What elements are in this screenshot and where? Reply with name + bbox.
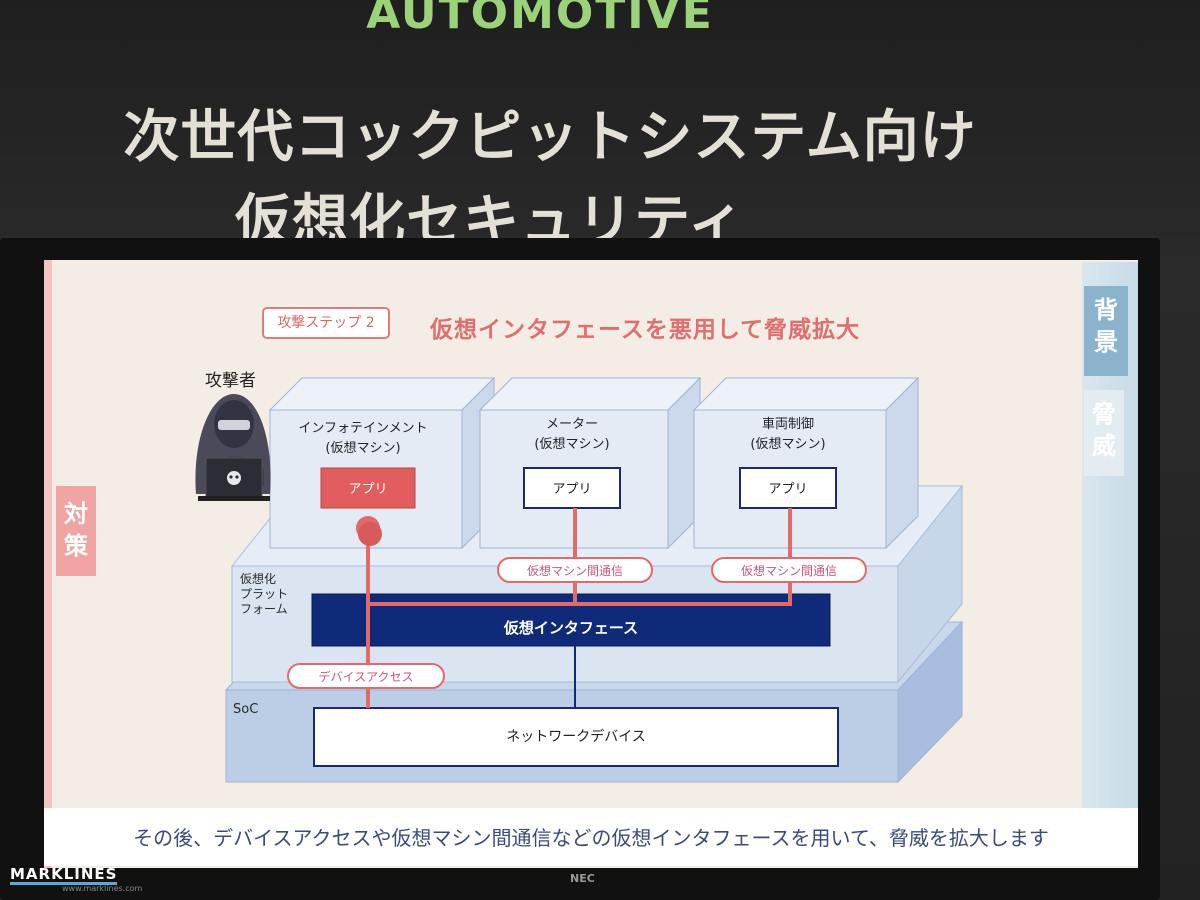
network-device-box bbox=[313, 707, 839, 767]
svg-text:仮想マシン間通信: 仮想マシン間通信 bbox=[527, 563, 623, 578]
vm-infotainment: インフォテインメント (仮想マシン) アプリ bbox=[268, 376, 496, 550]
vm3-name: 車両制御 bbox=[762, 417, 814, 432]
vm-comm-pill-2: 仮想マシン間通信 bbox=[711, 557, 867, 583]
headline-line-1: 次世代コックピットシステム向け bbox=[123, 105, 977, 170]
platform-label-2: プラット bbox=[240, 587, 288, 601]
marklines-url: www.marklines.com bbox=[62, 884, 143, 893]
vm3-type: (仮想マシン) bbox=[750, 436, 825, 452]
network-device-label: ネットワークデバイス bbox=[506, 728, 646, 745]
soc-label: SoC bbox=[233, 702, 258, 717]
side-tab-char: 策 bbox=[64, 532, 88, 560]
svg-text:仮想マシン間通信: 仮想マシン間通信 bbox=[741, 563, 837, 578]
side-tab-char: 脅 bbox=[1092, 400, 1116, 428]
side-tab-char: 威 bbox=[1092, 432, 1116, 460]
side-tab-char: 背 bbox=[1094, 296, 1118, 324]
platform-label-3: フォーム bbox=[240, 602, 288, 616]
side-tab-countermeasure: 対 策 bbox=[56, 486, 96, 576]
automotive-banner: AUTOMOTIVE bbox=[366, 0, 714, 39]
marklines-logo: MARKLINES bbox=[10, 865, 118, 885]
virtual-interface-label: 仮想インタフェース bbox=[503, 619, 638, 637]
nec-brand-logo: NEC bbox=[570, 872, 595, 885]
platform-label-1: 仮想化 bbox=[240, 571, 276, 586]
vm2-name: メーター bbox=[546, 417, 598, 432]
vm3-app-label: アプリ bbox=[768, 482, 807, 497]
vm2-app-label: アプリ bbox=[552, 482, 591, 497]
vm-vehicle-control: 車両制御 (仮想マシン) アプリ bbox=[692, 376, 920, 550]
side-tab-threat: 脅 威 bbox=[1084, 390, 1124, 476]
slide-caption: その後、デバイスアクセスや仮想マシン間通信などの仮想インタフェースを用いて、脅威… bbox=[133, 826, 1049, 850]
device-access-pill: デバイスアクセス bbox=[287, 663, 445, 689]
vm1-type: (仮想マシン) bbox=[325, 440, 400, 456]
attacker-label: 攻撃者 bbox=[205, 371, 256, 391]
screen-left-band bbox=[44, 260, 52, 868]
svg-text:デバイスアクセス: デバイスアクセス bbox=[318, 669, 413, 684]
vm1-app-label: アプリ bbox=[348, 482, 387, 497]
vm2-type: (仮想マシン) bbox=[534, 436, 609, 452]
side-tab-background: 背 景 bbox=[1084, 286, 1128, 376]
slide-title: 仮想インタフェースを悪用して脅威拡大 bbox=[430, 317, 861, 343]
side-tab-char: 景 bbox=[1094, 328, 1118, 356]
vm-meter: メーター (仮想マシン) アプリ bbox=[478, 376, 702, 550]
side-tab-char: 対 bbox=[64, 500, 88, 528]
hacker-icon bbox=[195, 394, 271, 501]
attack-step-badge: 攻撃ステップ 2 bbox=[262, 307, 390, 339]
attack-path bbox=[356, 508, 792, 708]
caption-bar bbox=[44, 808, 1138, 866]
vm-comm-pill-1: 仮想マシン間通信 bbox=[497, 557, 653, 583]
vm1-name: インフォテインメント bbox=[298, 421, 427, 436]
